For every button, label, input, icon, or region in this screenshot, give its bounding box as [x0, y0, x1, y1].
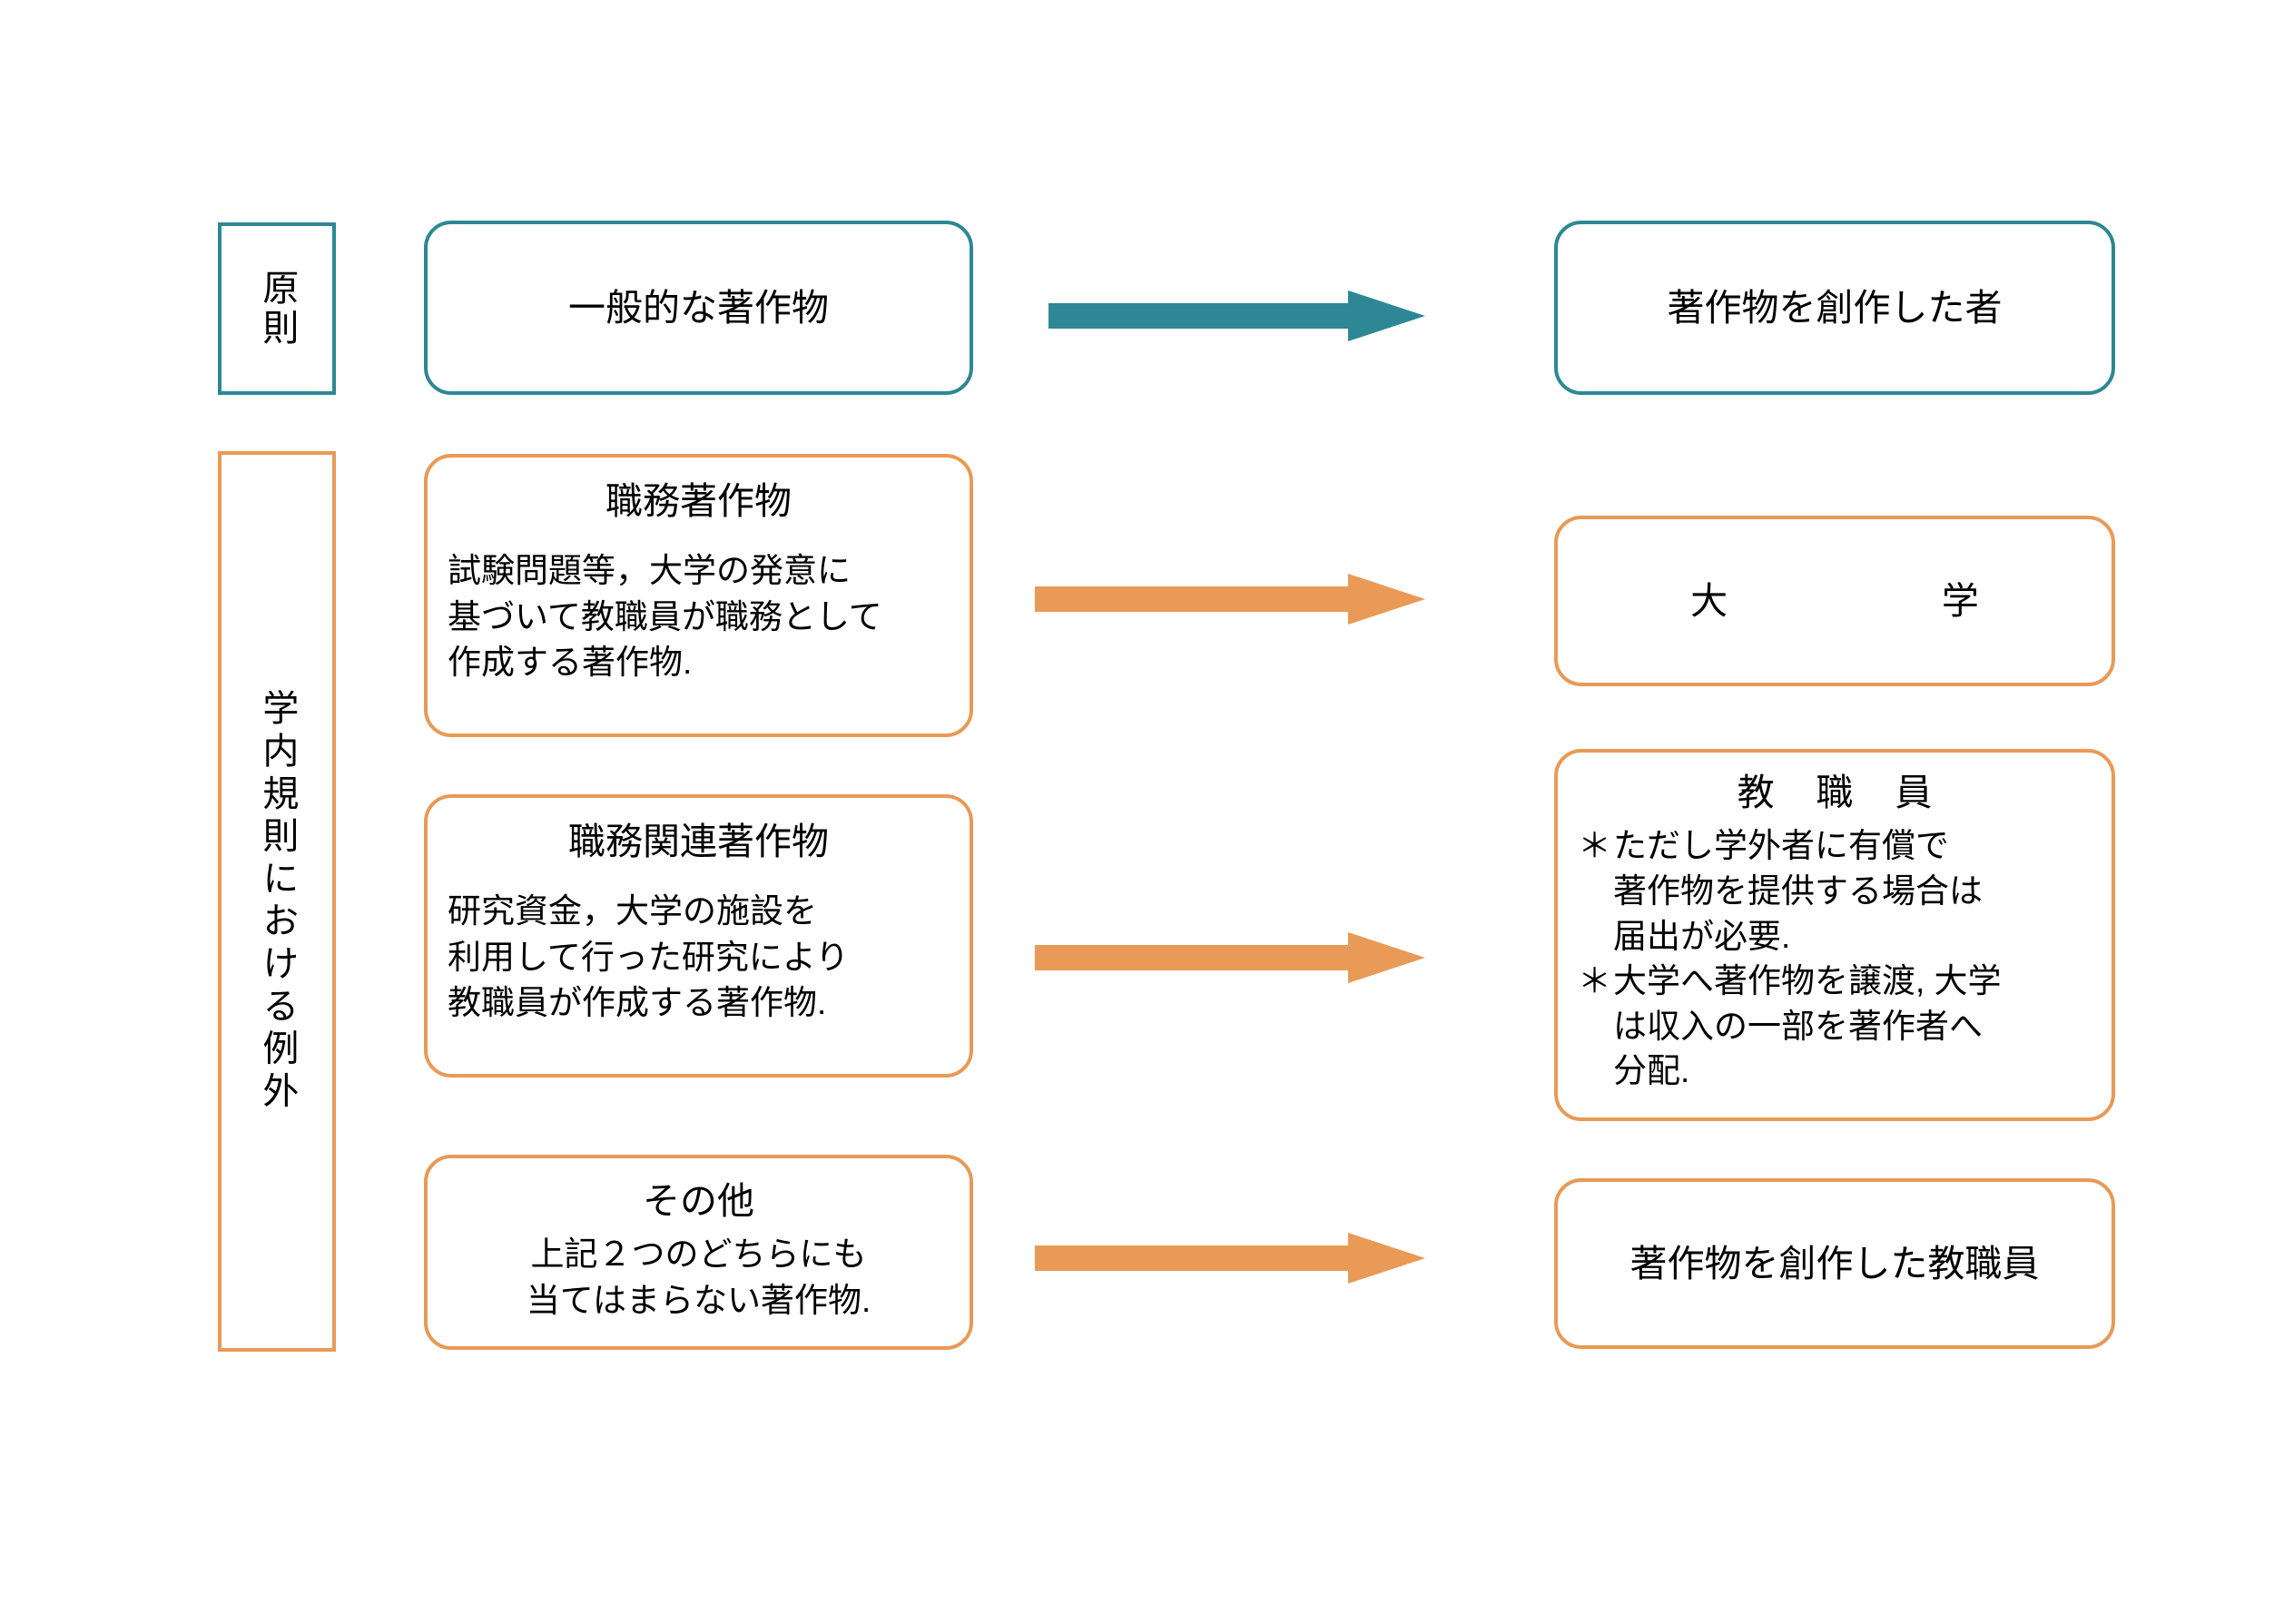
target-box-general-work: 著作物を創作した者 — [1554, 221, 2115, 395]
note-item: ＊ 大学へ著作物を譲渡, 大学 は収入の一部を著作者へ 分配. — [1578, 959, 2002, 1094]
asterisk-icon: ＊ — [1578, 962, 1611, 1000]
source-body-work-made-for-hire: 試験問題等，大学の発意に 基づいて教職員が職務として 作成する著作物. — [448, 552, 882, 682]
note-item: ＊ ただし学外者に有償で 著作物を提供する場合は 届出が必要. — [1578, 823, 2002, 959]
arrow-right-general-work — [1048, 290, 1425, 341]
arrow-right-other — [1035, 1233, 1425, 1284]
arrow-right-work-made-for-hire — [1035, 574, 1425, 625]
arrow-right-work-related-to-duty — [1035, 932, 1425, 983]
category-label-exception: 学内規則における例外 — [257, 689, 298, 1114]
note-text: 大学へ著作物を譲渡, 大学 は収入の一部を著作者へ 分配. — [1613, 962, 2002, 1090]
source-title-general-work: 一般的な著作物 — [568, 286, 829, 329]
target-title-university: 大 学 — [1690, 579, 2026, 622]
source-box-work-made-for-hire: 職務著作物 試験問題等，大学の発意に 基づいて教職員が職務として 作成する著作物… — [424, 454, 973, 737]
source-title-work-related-to-duty: 職務関連著作物 — [568, 821, 829, 862]
category-box-principle: 原則 — [218, 222, 336, 395]
source-title-other: その他 — [643, 1179, 754, 1222]
target-title-faculty-staff: 教 職 員 — [1737, 772, 1948, 813]
target-title-creating-faculty-staff: 著作物を創作した教職員 — [1629, 1242, 2040, 1284]
note-text: ただし学外者に有償で 著作物を提供する場合は 届出が必要. — [1613, 827, 1983, 955]
asterisk-icon: ＊ — [1578, 827, 1611, 865]
source-body-work-related-to-duty: 研究資金，大学の施設を 利用して行った研究により 教職員が作成する著作物. — [448, 892, 850, 1022]
source-title-work-made-for-hire: 職務著作物 — [605, 480, 792, 522]
target-box-faculty-staff: 教 職 員 ＊ ただし学外者に有償で 著作物を提供する場合は 届出が必要. ＊ … — [1554, 749, 2115, 1121]
category-label-principle: 原則 — [257, 269, 298, 349]
target-box-creating-faculty-staff: 著作物を創作した教職員 — [1554, 1178, 2115, 1349]
category-box-exception: 学内規則における例外 — [218, 451, 336, 1352]
source-box-other: その他 上記２つのどちらにも 当てはまらない著作物. — [424, 1155, 973, 1350]
target-title-general-work: 著作物を創作した者 — [1667, 286, 2003, 329]
target-box-university: 大 学 — [1554, 516, 2115, 686]
source-box-general-work: 一般的な著作物 — [424, 221, 973, 395]
faculty-staff-note-list: ＊ ただし学外者に有償で 著作物を提供する場合は 届出が必要. ＊ 大学へ著作物… — [1578, 823, 2002, 1093]
source-box-work-related-to-duty: 職務関連著作物 研究資金，大学の施設を 利用して行った研究により 教職員が作成す… — [424, 794, 973, 1078]
source-body-other: 上記２つのどちらにも 当てはまらない著作物. — [526, 1235, 871, 1319]
